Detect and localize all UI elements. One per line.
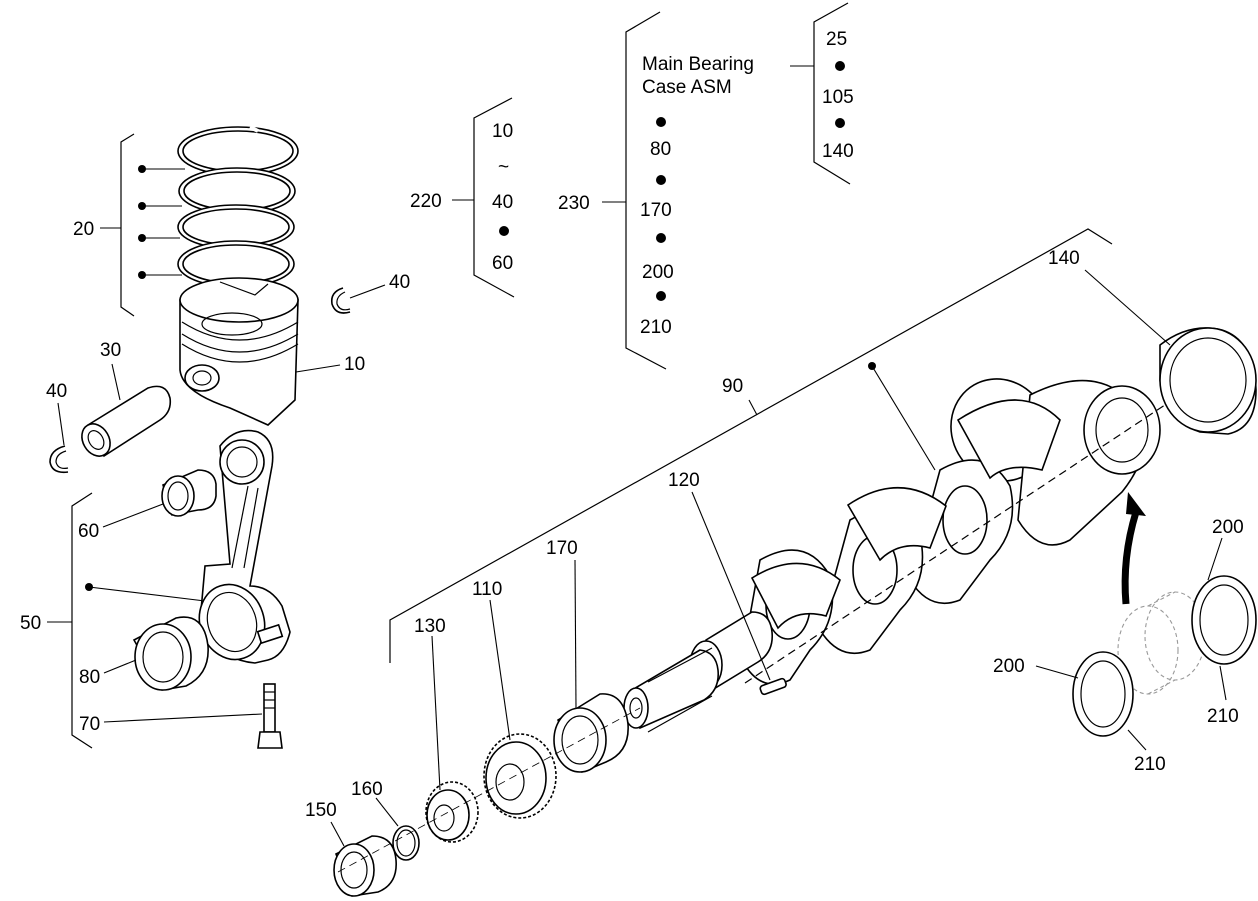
group-50-bracket: 50	[20, 492, 206, 749]
callout-230: 230	[558, 193, 590, 214]
group-220-item-2: 40	[492, 192, 513, 213]
group-230-item-4: 210	[640, 317, 672, 338]
callout-140: 140	[1048, 248, 1080, 269]
front-main-bearing: 170	[546, 538, 629, 774]
group-220-item-1: 10	[492, 121, 513, 142]
circlip-right: 40	[330, 272, 410, 314]
callout-20: 20	[73, 219, 94, 240]
group-230-bullet-3	[656, 233, 666, 243]
o-ring: 160	[351, 779, 420, 861]
callout-80: 80	[79, 667, 100, 688]
group-220-range-symbol: ~	[498, 157, 509, 178]
rear-main-bearing: 140	[1048, 248, 1257, 435]
callout-210-right: 210	[1207, 706, 1239, 727]
main-bearing-bullet-2	[835, 118, 845, 128]
group-220-bullet	[499, 226, 509, 236]
callout-200-right: 200	[1212, 517, 1244, 538]
group-20-bracket: 20	[73, 133, 185, 317]
rod-bolt: 70	[79, 683, 283, 749]
callout-160: 160	[351, 779, 383, 800]
piston-pin: 30	[81, 340, 172, 458]
main-bearing-label-line1: Main Bearing	[642, 54, 754, 75]
callout-50: 50	[20, 613, 41, 634]
callout-210-bottom: 210	[1134, 754, 1166, 775]
callout-90: 90	[722, 376, 743, 397]
callout-130: 130	[414, 616, 446, 637]
assembly-arrow-icon	[1121, 492, 1146, 605]
main-bearing-bracket: 25 105 140	[813, 2, 854, 185]
big-end-bearing: 80	[79, 616, 209, 691]
crank-gear-small: 130	[414, 616, 479, 843]
callout-110: 110	[472, 579, 502, 600]
group-90-bracket: 90	[389, 228, 1113, 663]
callout-40-left: 40	[46, 381, 67, 402]
callout-150: 150	[305, 800, 337, 821]
callout-170: 170	[546, 538, 578, 559]
group-230-bracket: 230 Main Bearing Case ASM 80 170 200 210	[558, 11, 814, 370]
group-230-item-2: 170	[640, 200, 672, 221]
piston-rings	[177, 125, 299, 288]
group-220-item-3: 60	[492, 253, 513, 274]
main-bearing-item-1: 25	[826, 29, 847, 50]
thrust-washer-right: 200 210	[1191, 517, 1257, 727]
circlip-left: 40	[46, 381, 69, 474]
callout-70: 70	[79, 714, 100, 735]
group-230-bullet-2	[656, 175, 666, 185]
small-end-bushing: 60	[78, 469, 217, 542]
group-230-bullet-1	[656, 117, 666, 127]
main-bearing-bullet-1	[835, 61, 845, 71]
group-230-bullet-4	[656, 291, 666, 301]
main-bearing-label-line2: Case ASM	[642, 77, 732, 98]
spacer: 150	[305, 800, 397, 897]
callout-120: 120	[668, 470, 700, 491]
crankshaft	[623, 378, 1181, 733]
piston: 10	[179, 277, 365, 426]
callout-200-left: 200	[993, 656, 1025, 677]
group-220-bracket: 220 10 ~ 40 60	[410, 97, 515, 298]
callout-60: 60	[78, 521, 99, 542]
main-bearing-item-2: 105	[822, 87, 854, 108]
callout-40-right: 40	[389, 272, 410, 293]
main-bearing-item-3: 140	[822, 141, 854, 162]
thrust-washer-left: 200 210	[993, 651, 1166, 775]
callout-30: 30	[100, 340, 121, 361]
woodruff-key: 120	[668, 470, 787, 696]
group-230-item-1: 80	[650, 139, 671, 160]
crank-gear-large: 110	[472, 579, 557, 819]
callout-220: 220	[410, 191, 442, 212]
callout-10: 10	[344, 354, 365, 375]
group-230-item-3: 200	[642, 262, 674, 283]
